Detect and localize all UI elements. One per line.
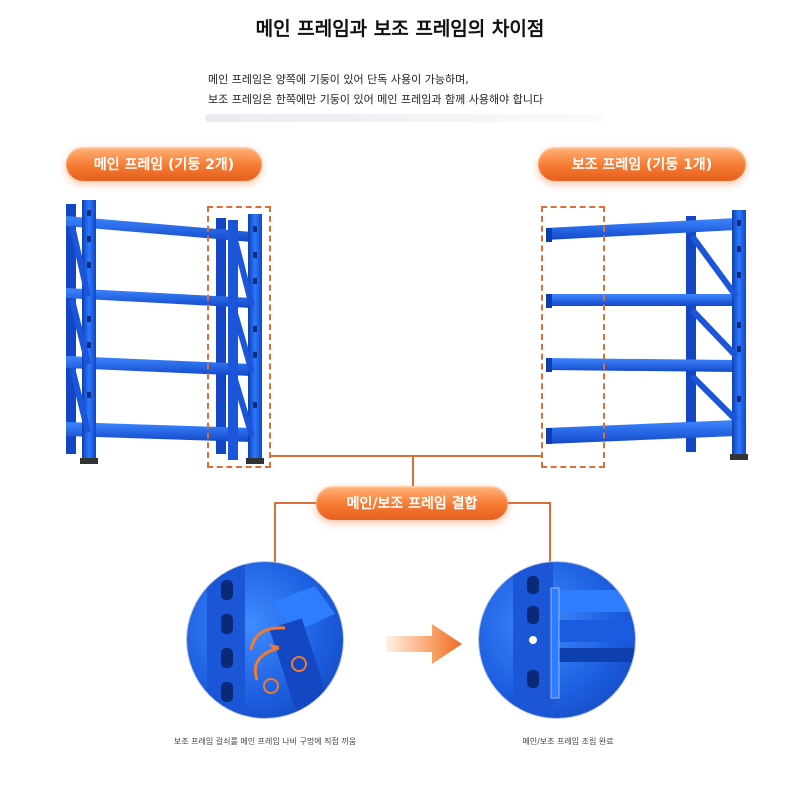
page-title: 메인 프레임과 보조 프레임의 차이점 — [255, 18, 545, 40]
connector-horizontal — [271, 455, 541, 457]
caption-left: 보조 프레임 걸쇠를 메인 프레임 나비 구멍에 직접 끼움 — [173, 737, 357, 746]
aux-frame-post-highlight — [541, 206, 605, 468]
assembled-detail-image — [479, 562, 635, 718]
description-line-2: 보조 프레임은 한쪽에만 기둥이 있어 메인 프레임과 함께 사용해야 합니다 — [208, 93, 544, 106]
hook-detail-image — [187, 562, 343, 718]
bracket-right-horizontal — [508, 502, 550, 504]
main-frame-rack-icon — [66, 200, 264, 464]
bracket-left-vertical — [274, 502, 276, 564]
decorative-haze — [205, 114, 605, 122]
right-arrow-icon — [386, 624, 462, 664]
main-frame-label: 메인 프레임 (기둥 2개) — [66, 147, 262, 181]
combination-label: 메인/보조 프레임 결합 — [316, 486, 508, 520]
description-line-1: 메인 프레임은 양쪽에 기둥이 있어 단독 사용이 가능하며, — [208, 73, 469, 86]
connector-vertical — [412, 456, 414, 486]
main-frame-post-highlight — [207, 206, 271, 468]
aux-frame-rack-icon — [546, 210, 748, 460]
bracket-right-vertical — [549, 502, 551, 562]
bracket-left-horizontal — [274, 502, 316, 504]
caption-right: 메인/보조 프레임 조립 완료 — [522, 737, 614, 746]
aux-frame-label: 보조 프레임 (기둥 1개) — [538, 147, 746, 181]
description: 메인 프레임은 양쪽에 기둥이 있어 단독 사용이 가능하며, 보조 프레임은 … — [208, 70, 543, 110]
